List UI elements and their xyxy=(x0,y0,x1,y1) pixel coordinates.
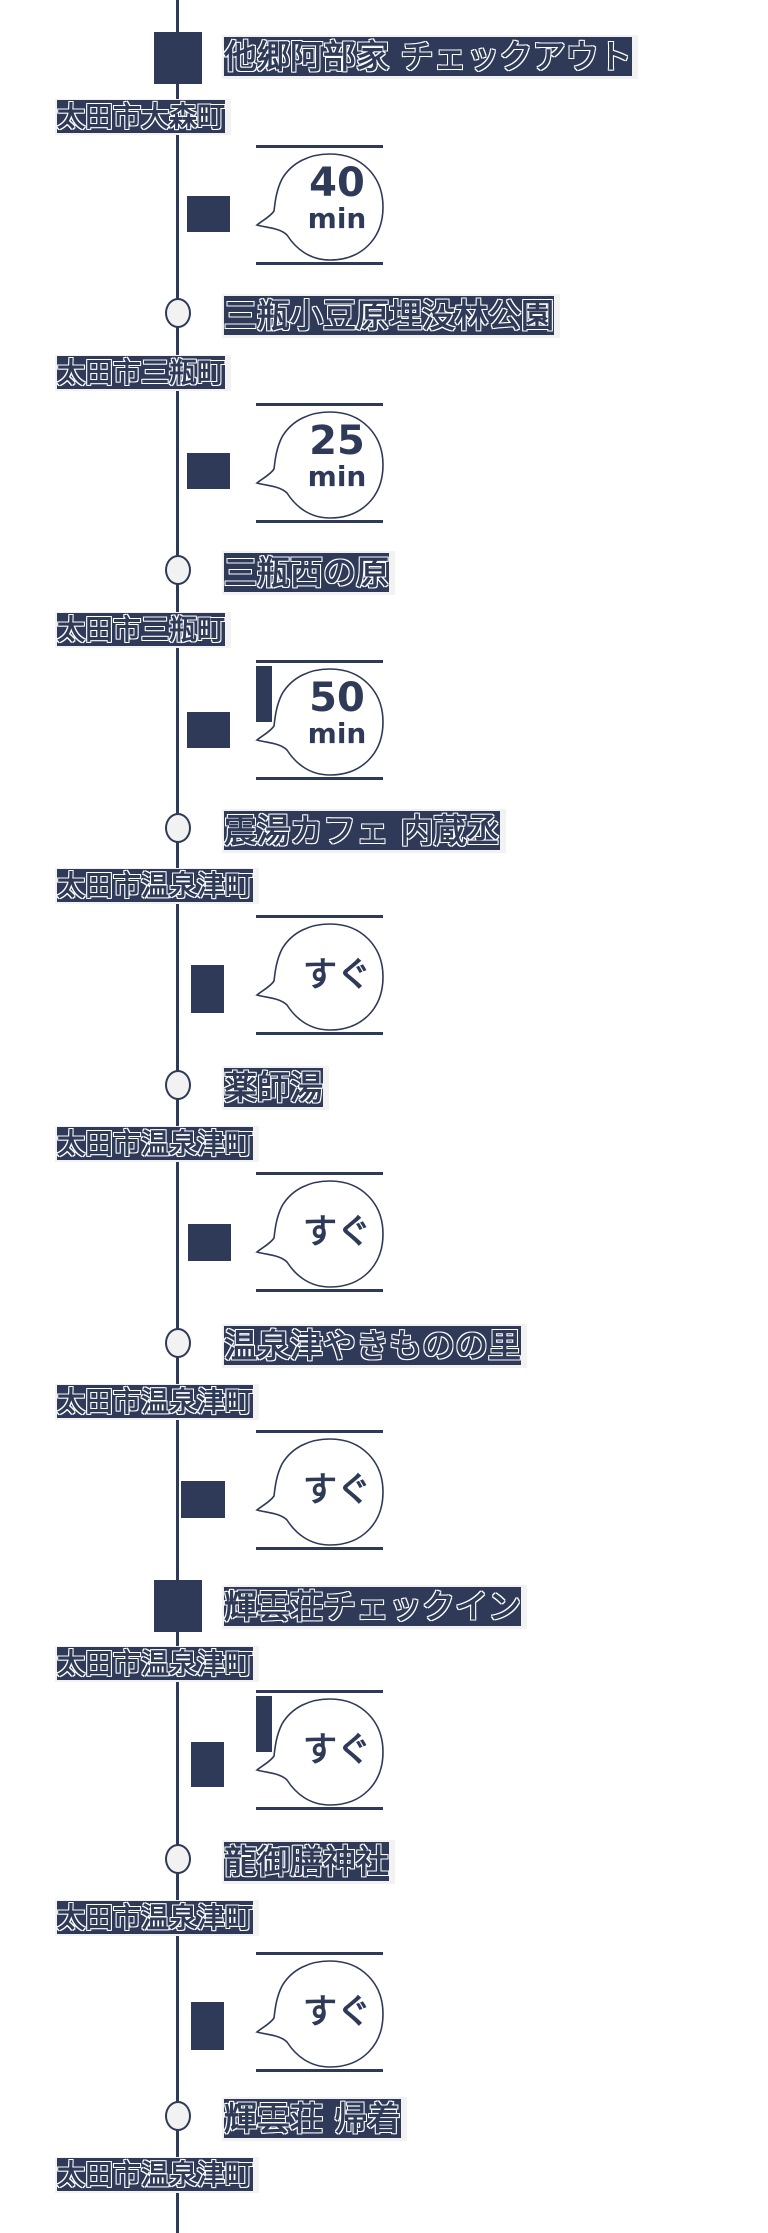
speech-bubble-icon xyxy=(255,1180,384,1288)
travel-segment: すぐ xyxy=(0,1952,768,2072)
travel-time-bubble: すぐ xyxy=(254,1696,386,1808)
divider xyxy=(256,1690,383,1693)
spot-title[interactable]: 震湯カフェ 内蔵丞 xyxy=(222,809,506,853)
travel-time-value: すぐ xyxy=(303,955,371,995)
speech-bubble-icon xyxy=(255,1960,384,2068)
travel-segment: すぐ xyxy=(0,915,768,1035)
car-icon xyxy=(187,712,230,748)
timeline-line xyxy=(176,0,179,2233)
speech-bubble-icon xyxy=(255,668,384,776)
travel-time-bubble: すぐ xyxy=(254,1178,386,1290)
spot-title[interactable]: 三瓶小豆原埋没林公園 xyxy=(222,294,560,338)
divider xyxy=(256,520,383,523)
spot-title[interactable]: 温泉津やきものの里 xyxy=(222,1324,527,1368)
divider xyxy=(256,777,383,780)
spot-address: 太田市大森町 xyxy=(55,99,232,135)
speech-bubble-icon xyxy=(255,1438,384,1546)
car-icon xyxy=(187,453,230,489)
divider xyxy=(256,1032,383,1035)
divider xyxy=(256,145,383,148)
walk-icon xyxy=(191,965,224,1013)
speech-bubble-icon xyxy=(255,1698,384,1806)
spot-address: 太田市温泉津町 xyxy=(55,868,260,904)
divider xyxy=(256,1952,383,1955)
travel-time-unit: min xyxy=(307,202,367,235)
speech-bubble-icon xyxy=(255,153,384,261)
spot-node-circle xyxy=(165,1070,191,1100)
spot-title[interactable]: 薬師湯 xyxy=(222,1066,329,1110)
travel-time-unit: min xyxy=(307,460,367,493)
divider xyxy=(256,2069,383,2072)
divider xyxy=(256,262,383,265)
divider xyxy=(256,660,383,663)
travel-segment: すぐ xyxy=(0,1430,768,1550)
travel-time-value: すぐ xyxy=(303,1730,371,1770)
divider xyxy=(256,1289,383,1292)
spot-address: 太田市温泉津町 xyxy=(55,1646,260,1682)
spot-title[interactable]: 龍御膳神社 xyxy=(222,1840,395,1884)
car-icon xyxy=(181,1481,225,1518)
travel-segment: すぐ xyxy=(0,1690,768,1810)
spot-title[interactable]: 他郷阿部家 チェックアウト xyxy=(222,35,638,79)
travel-time-value: すぐ xyxy=(303,1470,371,1510)
speech-bubble-icon xyxy=(255,411,384,519)
divider xyxy=(256,403,383,406)
speech-bubble-icon xyxy=(255,923,384,1031)
walk-icon xyxy=(191,2002,224,2050)
spot-node-square xyxy=(154,1580,202,1632)
accent-bar xyxy=(256,1696,272,1752)
divider xyxy=(256,1547,383,1550)
spot-address: 太田市三瓶町 xyxy=(55,355,232,391)
travel-time-bubble: すぐ xyxy=(254,1436,386,1548)
travel-time-value: 50 xyxy=(309,675,365,721)
travel-time-bubble: すぐ xyxy=(254,1958,386,2070)
travel-segment: すぐ xyxy=(0,1172,768,1292)
spot-node-circle xyxy=(165,813,191,843)
spot-title[interactable]: 輝雲荘 帰着 xyxy=(222,2097,407,2141)
spot-address: 太田市温泉津町 xyxy=(55,1384,260,1420)
spot-node-circle xyxy=(165,2101,191,2131)
travel-time-value: 40 xyxy=(309,160,365,206)
divider xyxy=(256,1172,383,1175)
spot-node-circle xyxy=(165,298,191,328)
spot-title[interactable]: 輝雲荘チェックイン xyxy=(222,1585,527,1629)
walk-icon xyxy=(191,1742,224,1787)
divider xyxy=(256,1430,383,1433)
travel-time-value: すぐ xyxy=(303,1992,371,2032)
car-icon xyxy=(187,196,230,232)
spot-node-square xyxy=(154,32,202,84)
spot-node-circle xyxy=(165,555,191,585)
spot-node-circle xyxy=(165,1844,191,1874)
spot-address: 太田市温泉津町 xyxy=(55,2157,260,2193)
spot-address: 太田市温泉津町 xyxy=(55,1126,260,1162)
accent-bar xyxy=(256,666,272,722)
divider xyxy=(256,1807,383,1810)
travel-time-value: 25 xyxy=(309,418,365,464)
spot-node-circle xyxy=(165,1328,191,1358)
divider xyxy=(256,915,383,918)
travel-time-bubble: すぐ xyxy=(254,921,386,1033)
travel-time-value: すぐ xyxy=(303,1212,371,1252)
travel-time-unit: min xyxy=(307,717,367,750)
spot-title[interactable]: 三瓶西の原 xyxy=(222,551,395,595)
car-icon xyxy=(188,1224,231,1261)
spot-address: 太田市三瓶町 xyxy=(55,612,232,648)
spot-address: 太田市温泉津町 xyxy=(55,1900,260,1936)
